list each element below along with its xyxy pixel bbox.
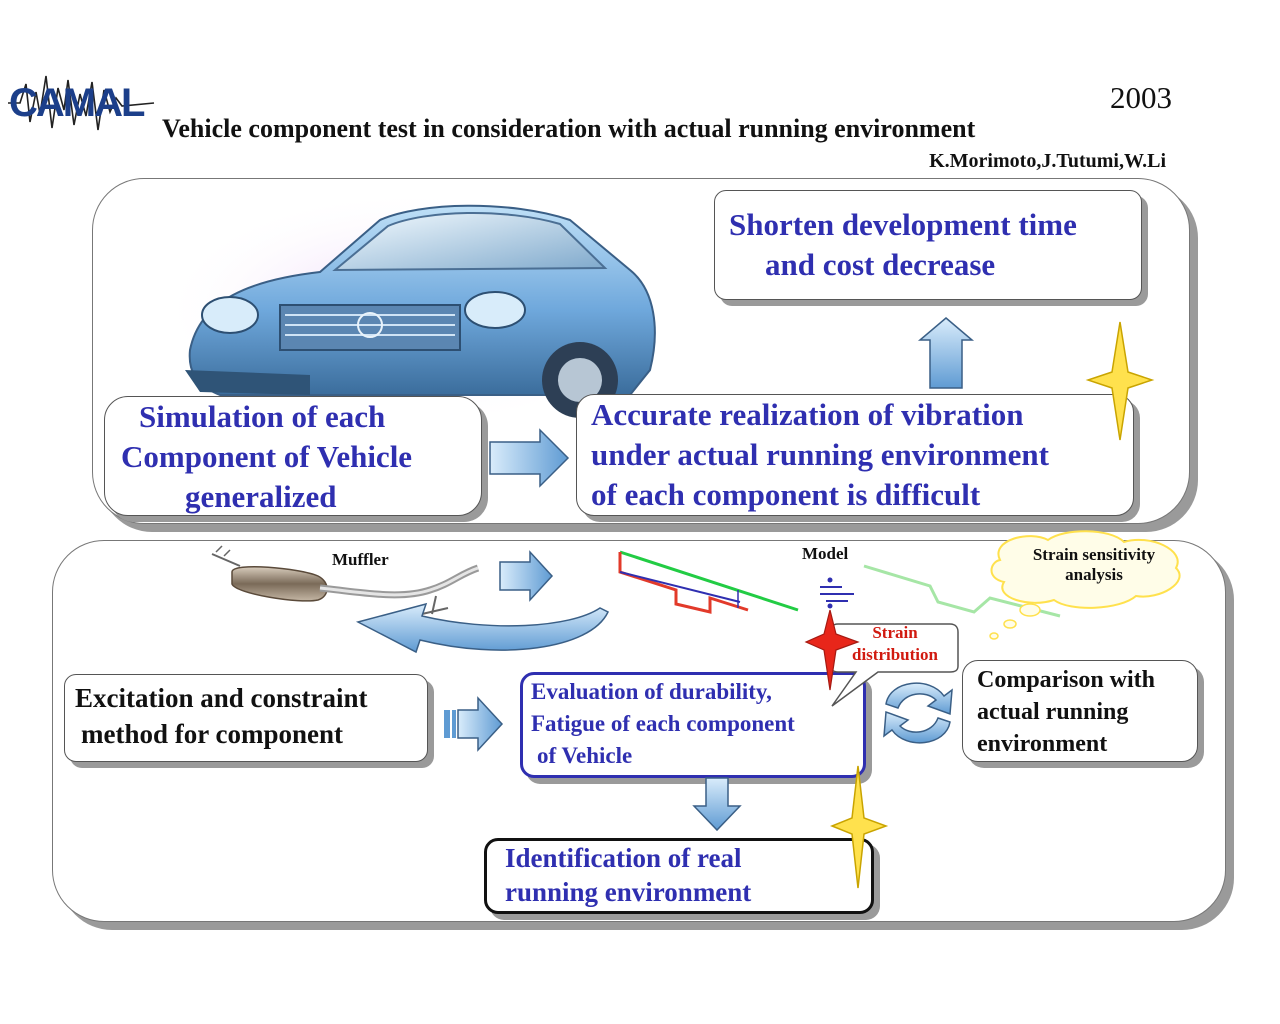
page-title: Vehicle component test in consideration … <box>162 114 976 143</box>
goal-line-2: and cost decrease <box>765 247 996 282</box>
evaluation-line-1: Evaluation of durability, <box>531 679 772 704</box>
difficulty-line-1: Accurate realization of vibration <box>591 397 1024 432</box>
goal-line-1: Shorten development time <box>729 207 1077 242</box>
year-label: 2003 <box>1110 80 1172 115</box>
identification-box: Identification of real running environme… <box>484 838 874 914</box>
authors: K.Morimoto,J.Tutumi,W.Li <box>929 150 1166 172</box>
strain-sensitivity-line-1: Strain sensitivity <box>1032 545 1156 564</box>
difficulty-line-3: of each component is difficult <box>591 477 981 512</box>
evaluation-line-2: Fatigue of each component <box>531 711 795 736</box>
strain-sensitivity-line-2: analysis <box>1065 565 1123 584</box>
camal-logo: CAMAL <box>6 70 156 134</box>
simulation-line-3: generalized <box>185 479 337 514</box>
excitation-box: Excitation and constraint method for com… <box>64 674 428 762</box>
goal-box: Shorten development time and cost decrea… <box>714 190 1142 300</box>
simulation-line-1: Simulation of each <box>139 399 386 434</box>
simulation-box: Simulation of each Component of Vehicle … <box>104 396 482 516</box>
difficulty-line-2: under actual running environment <box>591 437 1049 472</box>
identification-line-2: running environment <box>505 877 752 907</box>
muffler-label: Muffler <box>332 550 389 569</box>
identification-line-1: Identification of real <box>505 843 742 873</box>
comparison-box: Comparison with actual running environme… <box>962 660 1198 762</box>
comparison-line-2: actual running <box>977 699 1129 725</box>
strain-sensitivity-label: Strain sensitivity analysis <box>1016 545 1172 585</box>
excitation-line-2: method for component <box>81 719 343 749</box>
comparison-line-3: environment <box>977 731 1108 757</box>
evaluation-box: Evaluation of durability, Fatigue of eac… <box>520 672 866 778</box>
strain-distribution-label: Strain distribution <box>838 622 952 666</box>
model-label: Model <box>802 544 849 563</box>
logo-lettering: CAMAL <box>9 81 145 125</box>
evaluation-line-3: of Vehicle <box>537 743 633 768</box>
strain-distribution-line-1: Strain <box>872 623 918 642</box>
excitation-line-1: Excitation and constraint <box>75 683 368 713</box>
simulation-line-2: Component of Vehicle <box>121 439 413 474</box>
strain-distribution-line-2: distribution <box>852 645 938 664</box>
comparison-line-1: Comparison with <box>977 667 1156 693</box>
car-image <box>160 180 660 430</box>
difficulty-box: Accurate realization of vibration under … <box>576 394 1134 516</box>
